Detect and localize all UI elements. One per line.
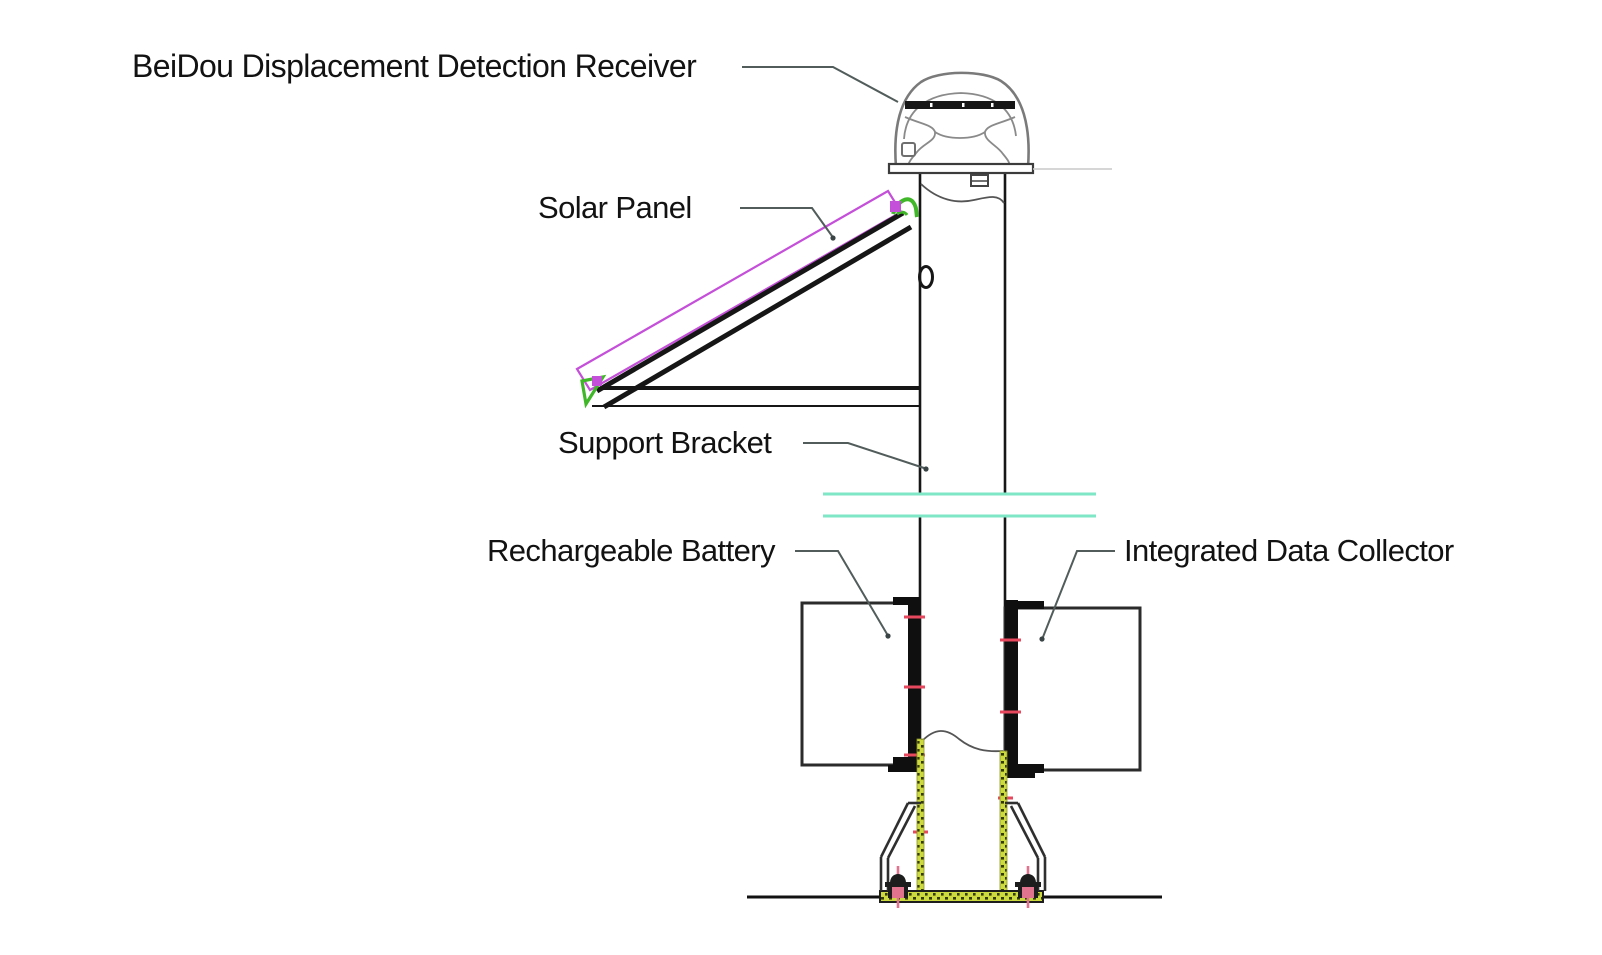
label-integrated-data-collector: Integrated Data Collector [1124,533,1454,568]
support-arm-drawing [592,386,919,407]
label-rechargeable-battery: Rechargeable Battery [487,533,775,568]
pole-drawing [918,173,1007,891]
battery-box-drawing [800,597,928,834]
receiver-dome-drawing [887,71,1112,187]
solar-panel-leader-line [740,207,833,237]
base-foundation-drawing [747,738,1162,908]
leader-lines [740,66,1115,642]
support-bracket-leader-line [803,442,925,469]
receiver-leader-line [742,66,899,103]
solar-panel-drawing [575,189,919,410]
label-solar-panel: Solar Panel [538,190,692,225]
battery-leader-line [795,550,888,635]
data-collector-box-drawing [998,600,1142,800]
label-support-bracket: Support Bracket [558,425,772,460]
anchor-bolt-left [885,866,911,908]
break-lines [823,492,1096,518]
anchor-bolt-right [1015,866,1041,908]
data-collector-leader-line [1042,550,1115,638]
label-receiver: BeiDou Displacement Detection Receiver [132,48,697,84]
